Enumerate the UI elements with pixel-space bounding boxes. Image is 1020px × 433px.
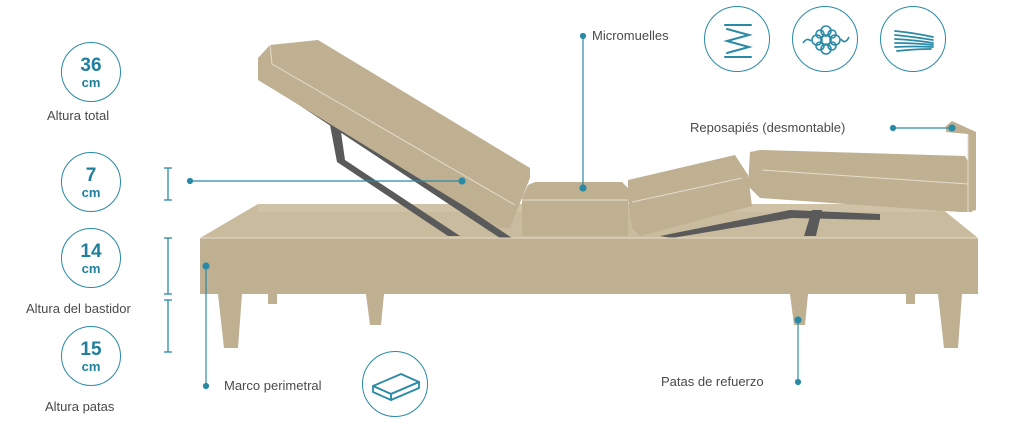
frame-board-icon	[362, 351, 428, 417]
center-cushion	[522, 182, 628, 236]
knee-section	[628, 155, 752, 236]
head-section-edge	[269, 44, 516, 206]
caption-leg-height: Altura patas	[45, 399, 115, 414]
dimension-brackets	[164, 167, 172, 353]
frame-front	[200, 238, 978, 294]
callout-patas: Patas de refuerzo	[661, 374, 764, 389]
fabric-layers-icon	[880, 6, 946, 72]
measure-total-height: 36 cm	[61, 42, 121, 102]
leg-back-left	[268, 294, 277, 304]
leg-middle-left	[366, 294, 384, 325]
coil-spring-icon	[704, 6, 770, 72]
measure-value: 15	[80, 338, 102, 360]
feet-section	[748, 150, 972, 212]
caption-total-height: Altura total	[47, 108, 110, 123]
callout-marco: Marco perimetral	[224, 378, 322, 393]
leader-lines	[186, 32, 956, 390]
callout-micromuelles: Micromuelles	[592, 28, 669, 43]
metal-brace-feet	[804, 210, 822, 236]
knee-section-edge	[631, 177, 743, 203]
measure-value: 36	[80, 54, 102, 76]
metal-arm-feet	[660, 210, 880, 238]
measure-unit: cm	[81, 260, 101, 276]
measure-unit: cm	[81, 184, 101, 200]
measure-frame-height: 14 cm	[61, 228, 121, 288]
caption-frame-height: Altura del bastidor	[26, 301, 131, 316]
measure-mattress: 7 cm	[61, 152, 121, 212]
leg-front-right	[938, 294, 962, 348]
callout-reposapies: Reposapiés (desmontable)	[690, 120, 846, 135]
leg-back-right	[906, 294, 915, 304]
leg-middle-right	[790, 294, 808, 325]
airflow-flower-icon	[792, 6, 858, 72]
measure-unit: cm	[81, 358, 101, 374]
measure-value: 7	[85, 164, 97, 186]
measure-value: 14	[80, 240, 102, 262]
measure-unit: cm	[81, 74, 101, 90]
feet-section-edge	[761, 169, 969, 185]
measure-leg-height: 15 cm	[61, 326, 121, 386]
leg-front-left	[218, 294, 242, 348]
